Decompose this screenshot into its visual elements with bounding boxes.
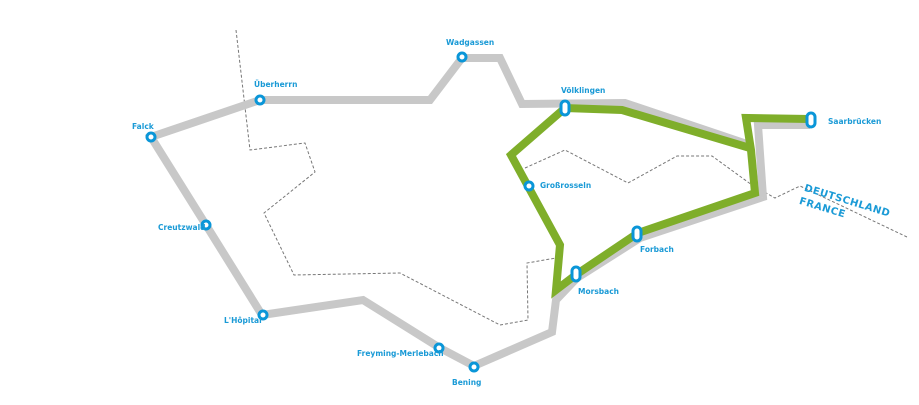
station-label-saarbrucken[interactable]: Saarbrücken (828, 117, 882, 126)
station-label-wadgassen[interactable]: Wadgassen (446, 38, 495, 47)
station-forbach-marker[interactable] (631, 225, 643, 243)
station-label-creutzwald[interactable]: Creutzwald (158, 223, 206, 232)
station-volklingen-marker[interactable] (559, 99, 571, 117)
station-label-forbach[interactable]: Forbach (640, 245, 674, 254)
station-grossrosseln-marker[interactable] (523, 180, 535, 192)
national-border (235, 29, 908, 326)
station-uberherrn-marker[interactable] (254, 94, 266, 106)
route-green (505, 103, 811, 299)
station-label-volklingen[interactable]: Völklingen (561, 86, 606, 95)
station-saarbrucken-marker[interactable] (805, 111, 817, 129)
station-morsbach-marker[interactable] (570, 265, 582, 283)
station-label-bening[interactable]: Bening (452, 378, 482, 387)
station-label-uberherrn[interactable]: Überherrn (254, 80, 298, 89)
station-label-lhopital[interactable]: L'Hôpital (224, 316, 262, 325)
station-label-morsbach[interactable]: Morsbach (578, 287, 619, 296)
rail-line-gray (144, 54, 810, 371)
station-label-freyming[interactable]: Freyming-Merlebach (357, 349, 444, 358)
station-wadgassen-marker[interactable] (456, 51, 468, 63)
station-freyming-marker[interactable] (433, 342, 445, 354)
station-label-falck[interactable]: Falck (132, 122, 154, 131)
station-lhopital-marker[interactable] (257, 309, 269, 321)
station-label-grossrosseln[interactable]: Großrosseln (540, 181, 592, 190)
station-falck-marker[interactable] (145, 131, 157, 143)
station-bening-marker[interactable] (468, 361, 480, 373)
station-creutzwald-marker[interactable] (200, 219, 212, 231)
